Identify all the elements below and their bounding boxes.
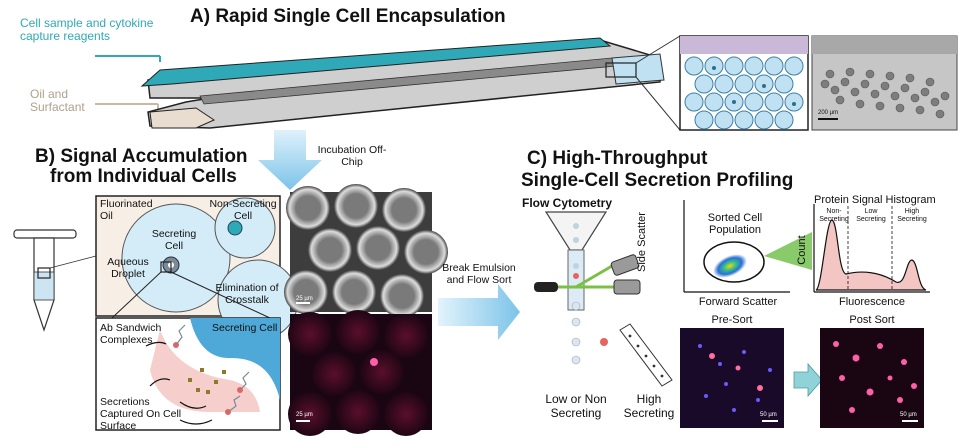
secretions-label: Secretions Captured On Cell Surface [100,396,182,432]
break-emulsion-label: Break Emulsion and Flow Sort [442,262,516,286]
droplet-zoom-illustration [679,35,809,131]
pre-sort-label: Pre-Sort [711,314,753,326]
pre-sort-scale-label: 50 µm [760,412,777,418]
fluorinated-oil-label: Fluorinated Oil [100,198,153,222]
hist-high-secreting-label: High Secreting [897,208,927,223]
flow-cytometry-label: Flow Cytometry [522,196,613,210]
zoom-box [605,62,637,78]
panel-a-title: A) Rapid Single Cell Encapsulation [190,6,506,27]
forward-scatter-label: Forward Scatter [698,296,778,308]
panel-b-title-2: from Individual Cells [50,166,237,187]
post-sort-micrograph [820,328,924,428]
secretion-zoom [95,317,281,431]
incubation-arrow [258,130,322,190]
oil-inlet-channel [149,107,216,129]
high-secreting-label: High Secreting [623,392,675,420]
secreting-cell-zoom-label: Secreting Cell [212,322,278,334]
histogram [813,204,930,293]
non-secreting-label: Non-Secreting Cell [209,198,277,222]
sort-arrow [793,362,823,398]
panel-c-title-1: C) High-Throughput [527,148,708,169]
aqueous-droplet-label: Aqueous Droplet [107,256,149,280]
microtube [13,229,97,332]
histogram-title: Protein Signal Histogram [814,194,936,206]
droplet-micrograph [811,35,958,131]
post-sort-scale-label: 50 µm [900,412,917,418]
panel-b-title-1: B) Signal Accumulation [35,146,248,167]
post-sort-label: Post Sort [849,314,895,326]
low-secreting-label: Low or Non Secreting [545,392,607,420]
brightfield-micrograph [284,184,448,318]
hist-low-secreting-label: Low Secreting [856,208,886,223]
fluorescence-scale-label: 25 µm [296,412,313,418]
count-label: Count [796,235,808,265]
pre-sort-micrograph [680,328,784,428]
break-emulsion-arrow [438,284,520,340]
fluorescence-label: Fluorescence [838,296,906,308]
flow-cytometer [534,211,673,387]
panel-a-scale-label: 200 µm [818,110,839,116]
crosstalk-label: Elimination of Crosstalk [215,282,279,306]
microfluidic-chip [95,35,681,131]
fluorescence-micrograph [288,310,432,436]
secreting-cell-label: Secreting Cell [151,228,197,252]
ab-sandwich-label: Ab Sandwich Complexes [100,322,162,346]
scatter-plot [683,200,812,293]
side-scatter-label: Side Scatter [636,212,648,272]
cell-inlet-label: Cell sample and cytokine capture reagent… [20,16,154,43]
incubation-label: Incubation Off-Chip [317,144,387,168]
cell-inlet-channel [140,37,612,87]
brightfield-scale-label: 25 µm [296,296,313,302]
oil-inlet-label: Oil and Surfactant [30,87,85,114]
sorted-population-label: Sorted Cell Population [707,212,763,236]
hist-non-secreting-label: Non-Secreting [819,208,849,223]
droplet-schematic [95,195,299,341]
panel-c-title-2: Single-Cell Secretion Profiling [521,170,794,191]
